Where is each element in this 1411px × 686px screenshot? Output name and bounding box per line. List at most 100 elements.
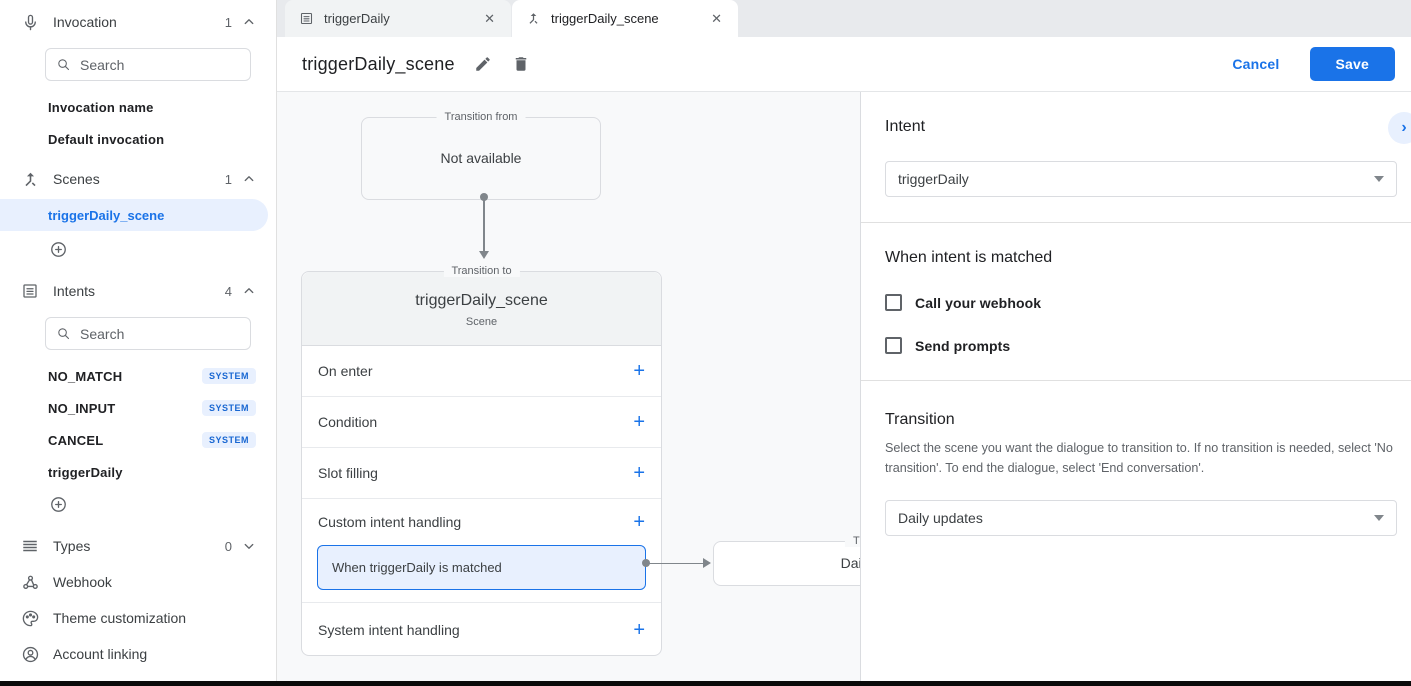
scene-row-system-intent-handling[interactable]: System intent handling + xyxy=(302,603,661,656)
system-badge: SYSTEM xyxy=(201,368,256,384)
webhook-icon xyxy=(20,572,40,592)
add-icon[interactable]: + xyxy=(633,462,645,484)
scene-row-custom-intent-handling[interactable]: Custom intent handling + When triggerDai… xyxy=(302,499,661,603)
page-header: triggerDaily_scene Cancel Save xyxy=(277,37,1411,92)
when-matched-heading: When intent is matched xyxy=(885,249,1053,266)
chevron-up-icon[interactable] xyxy=(240,170,258,188)
cancel-button[interactable]: Cancel xyxy=(1216,48,1295,80)
chevron-down-icon[interactable] xyxy=(240,537,258,555)
sidebar-item-theme-customization[interactable]: Theme customization xyxy=(0,600,276,636)
sidebar-section-intents[interactable]: Intents 4 xyxy=(0,273,276,309)
sidebar-item-triggerdaily-scene[interactable]: triggerDaily_scene xyxy=(0,199,268,231)
item-label: triggerDaily_scene xyxy=(48,207,165,223)
chevron-up-icon[interactable] xyxy=(240,282,258,300)
editor-content: Transition from Not available Transition… xyxy=(277,92,1411,681)
section-label: Types xyxy=(53,538,91,554)
row-label: System intent handling xyxy=(318,621,460,638)
scene-canvas[interactable]: Transition from Not available Transition… xyxy=(277,92,860,681)
intent-select[interactable]: triggerDaily xyxy=(885,161,1397,197)
sidebar-section-scenes[interactable]: Scenes 1 xyxy=(0,161,276,197)
target-scene-card[interactable]: Transition to Daily updates xyxy=(713,535,860,586)
scene-row-on-enter[interactable]: On enter + xyxy=(302,346,661,397)
close-icon[interactable]: ✕ xyxy=(484,10,495,26)
send-prompts-option[interactable]: Send prompts xyxy=(885,337,1397,354)
intent-heading: Intent xyxy=(885,118,926,135)
transition-heading: Transition xyxy=(885,411,955,428)
transition-to-legend: Transition to xyxy=(443,265,520,277)
tab-triggerdaily-intent[interactable]: triggerDaily ✕ xyxy=(285,0,511,37)
close-icon[interactable]: ✕ xyxy=(711,10,722,26)
transition-select-value: Daily updates xyxy=(898,510,983,527)
intents-search-input[interactable] xyxy=(80,325,210,342)
handler-label: When triggerDaily is matched xyxy=(332,560,502,575)
section-label: Intents xyxy=(53,283,96,299)
search-icon xyxy=(58,59,70,71)
account-circle-icon xyxy=(20,644,40,664)
add-circle-icon xyxy=(51,241,66,257)
scene-row-slot-filling[interactable]: Slot filling + xyxy=(302,448,661,499)
trash-icon xyxy=(515,57,526,71)
send-prompts-checkbox[interactable] xyxy=(885,337,902,354)
transition-select[interactable]: Daily updates xyxy=(885,500,1397,537)
checkbox-label: Send prompts xyxy=(915,337,1011,354)
connector-handler-target xyxy=(642,558,712,568)
connector-line xyxy=(483,200,485,252)
sidebar-section-types[interactable]: Types 0 xyxy=(0,528,276,564)
sidebar-item-account-linking[interactable]: Account linking xyxy=(0,636,276,672)
edit-button[interactable] xyxy=(473,54,493,74)
sidebar-item-cancel-intent[interactable]: CANCEL SYSTEM xyxy=(0,424,276,456)
scene-card-subtitle: Scene xyxy=(465,316,498,328)
chevron-up-icon[interactable] xyxy=(240,13,258,31)
collapse-panel-button[interactable]: › xyxy=(1388,112,1411,144)
row-label: Slot filling xyxy=(318,465,378,481)
sidebar-section-invocation[interactable]: Invocation 1 xyxy=(0,4,276,40)
section-count: 1 xyxy=(224,171,232,187)
section-label: Scenes xyxy=(53,171,100,187)
row-label: On enter xyxy=(318,363,373,379)
add-icon[interactable]: + xyxy=(633,618,645,641)
page-title: triggerDaily_scene xyxy=(302,53,455,74)
add-icon[interactable]: + xyxy=(633,411,645,433)
tab-label: triggerDaily_scene xyxy=(551,11,659,26)
item-label: NO_MATCH xyxy=(48,368,123,384)
sidebar-item-invocation-name[interactable]: Invocation name xyxy=(0,91,276,123)
tab-triggerdaily-scene[interactable]: triggerDaily_scene ✕ xyxy=(512,0,738,37)
scene-node-card[interactable]: Transition to triggerDaily_scene Scene O… xyxy=(301,265,662,656)
delete-button[interactable] xyxy=(511,54,531,74)
section-count: 4 xyxy=(224,283,232,299)
item-label: Account linking xyxy=(53,646,148,662)
add-icon[interactable]: + xyxy=(633,360,645,382)
item-label: Theme customization xyxy=(53,610,187,626)
save-button[interactable]: Save xyxy=(1309,47,1395,81)
panel-divider xyxy=(861,222,1411,223)
invocation-search-input[interactable] xyxy=(80,56,210,73)
call-webhook-checkbox[interactable] xyxy=(885,294,902,311)
add-intent-button[interactable] xyxy=(0,488,276,520)
call-webhook-option[interactable]: Call your webhook xyxy=(885,294,1397,311)
connector-dot xyxy=(642,559,650,567)
sidebar-item-webhook[interactable]: Webhook xyxy=(0,564,276,600)
sidebar-item-backend-services[interactable]: Backend services xyxy=(0,672,276,681)
sidebar-item-triggerdaily-intent[interactable]: triggerDaily xyxy=(0,456,276,488)
intent-detail-panel: › Intent triggerDaily When intent is mat… xyxy=(860,92,1411,681)
item-label: Invocation name xyxy=(48,99,154,115)
search-icon xyxy=(58,328,70,340)
pencil-icon xyxy=(475,57,490,71)
types-lines-icon xyxy=(20,536,40,556)
add-icon[interactable]: + xyxy=(633,511,645,533)
main-area: triggerDaily ✕ triggerDaily_scene ✕ trig… xyxy=(277,0,1411,681)
sidebar-item-default-invocation[interactable]: Default invocation xyxy=(0,123,276,155)
panel-divider xyxy=(861,380,1411,381)
add-scene-button[interactable] xyxy=(0,233,276,265)
sidebar-item-no-input[interactable]: NO_INPUT SYSTEM xyxy=(0,392,276,424)
system-badge: SYSTEM xyxy=(201,432,256,448)
scene-row-condition[interactable]: Condition + xyxy=(302,397,661,448)
scene-merge-icon xyxy=(20,169,40,189)
invocation-search[interactable] xyxy=(45,48,251,81)
sidebar-item-no-match[interactable]: NO_MATCH SYSTEM xyxy=(0,360,276,392)
intent-select-value: triggerDaily xyxy=(898,171,969,187)
intent-handler-node-selected[interactable]: When triggerDaily is matched xyxy=(317,545,646,590)
section-count: 0 xyxy=(224,538,232,554)
intents-search[interactable] xyxy=(45,317,251,350)
